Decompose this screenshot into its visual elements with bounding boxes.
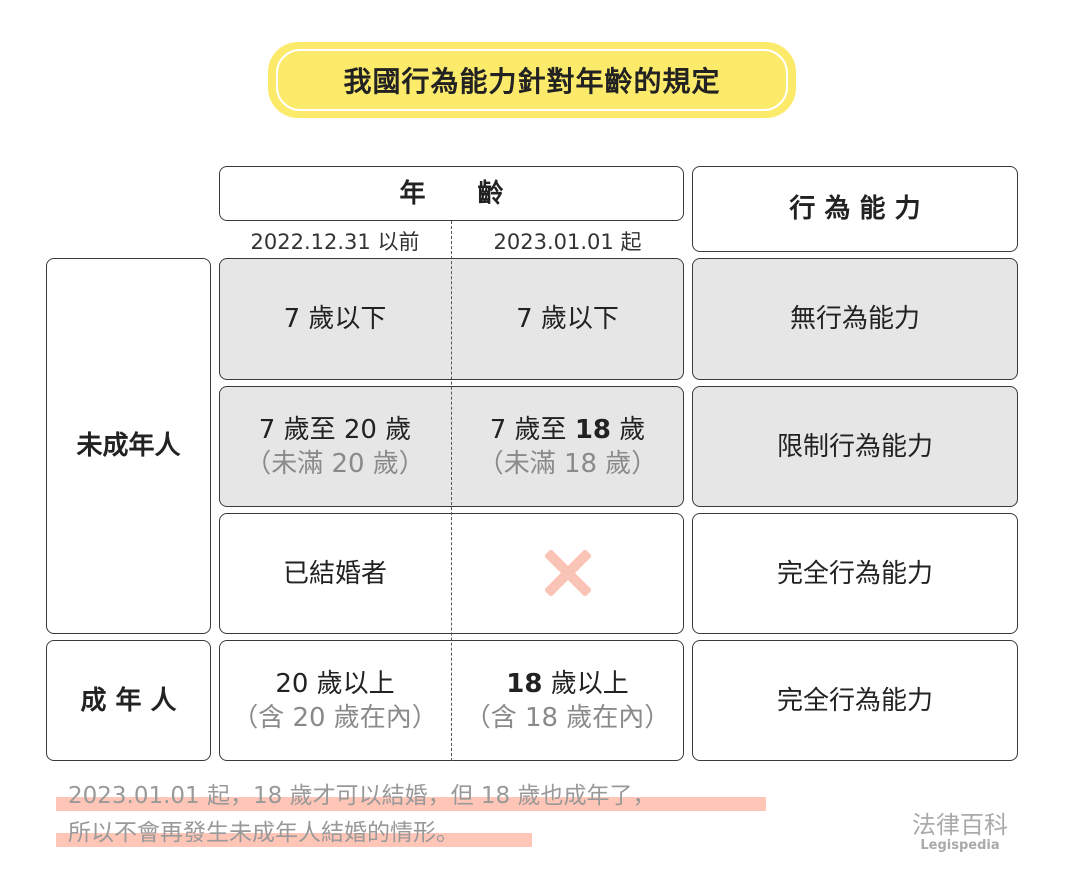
capacity-2: 限制行為能力	[692, 386, 1018, 507]
age-new-4-sub: （含 18 歲在內）	[464, 702, 671, 733]
date-new: 2023.01.01 起	[493, 230, 642, 254]
age-new-4-main: 18 歲以上	[506, 667, 628, 701]
age-old-2: 7 歲至 20 歲 （未滿 20 歲）	[219, 386, 451, 507]
title-banner	[268, 42, 796, 118]
age-18-bold: 18	[574, 414, 611, 445]
age-old-4-main: 20 歲以上	[275, 668, 395, 699]
age-new-1: 7 歲以下	[516, 304, 619, 334]
age-new-4: 18 歲以上 （含 18 歲在內）	[451, 640, 684, 761]
age-old-2-main: 7 歲至 20 歲	[258, 414, 412, 445]
date-divider	[451, 221, 452, 761]
logo-en: Legispedia	[920, 838, 1000, 853]
capacity-3: 完全行為能力	[692, 513, 1018, 634]
age-new-2-main: 7 歲至 18 歲	[490, 413, 646, 447]
note-line-1: 2023.01.01 起，18 歲才可以結婚，但 18 歲也成年了，	[68, 783, 656, 809]
age-18-bold: 18	[506, 668, 543, 699]
age-new-2-sub: （未滿 18 歲）	[477, 448, 658, 479]
age-old-1: 7 歲以下	[283, 304, 387, 334]
group-minor: 未成年人	[46, 258, 211, 634]
group-adult: 成 年 人	[46, 640, 211, 761]
page-title: 我國行為能力針對年齡的規定	[276, 49, 788, 111]
capacity-header: 行 為 能 力	[692, 166, 1018, 252]
text: 歲	[611, 414, 646, 445]
capacity-1: 無行為能力	[692, 258, 1018, 380]
date-old: 2022.12.31 以前	[250, 230, 420, 254]
age-old-4-sub: （含 20 歲在內）	[232, 702, 438, 733]
highlight-2	[56, 833, 532, 847]
age-old-3: 已結婚者	[282, 558, 387, 589]
cross-icon	[543, 548, 593, 598]
note-line-2: 所以不會再發生未成年人結婚的情形。	[68, 820, 459, 846]
text: 7 歲至	[489, 414, 575, 445]
highlight-1	[56, 797, 766, 811]
age-header: 年 齡	[219, 166, 684, 221]
age-new-2: 7 歲至 18 歲 （未滿 18 歲）	[451, 386, 684, 507]
capacity-4: 完全行為能力	[692, 640, 1018, 761]
logo-zh: 法律百科	[912, 811, 1008, 839]
text: 歲以上	[542, 668, 629, 699]
age-old-4: 20 歲以上 （含 20 歲在內）	[219, 640, 451, 761]
age-old-2-sub: （未滿 20 歲）	[245, 448, 425, 479]
